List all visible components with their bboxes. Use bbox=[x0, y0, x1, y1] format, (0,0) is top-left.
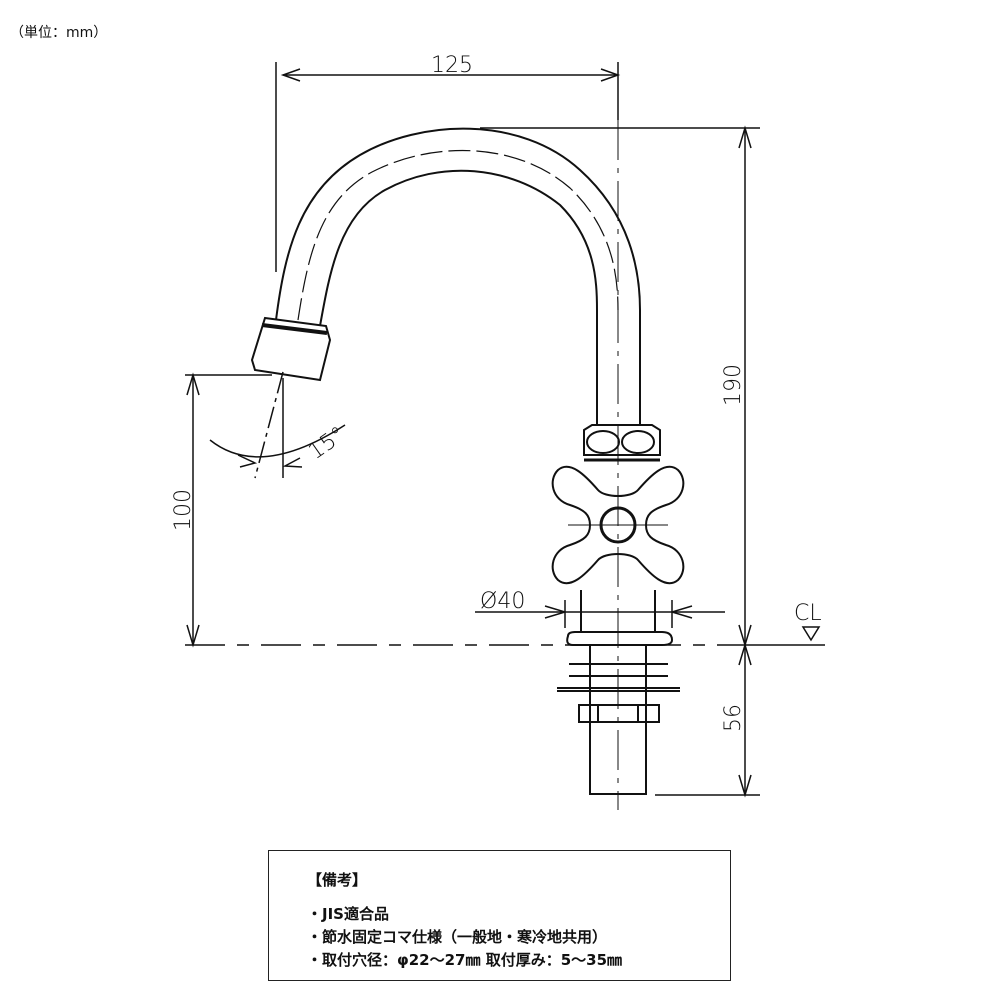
notes-box: 【備考】 ・JIS適合品 ・節水固定コマ仕様（一般地・寒冷地共用） ・取付穴径：… bbox=[268, 850, 731, 981]
note-item: ・取付穴径：φ22〜27㎜ 取付厚み：5〜35㎜ bbox=[307, 951, 623, 969]
dim-100-label: 100 bbox=[171, 489, 196, 531]
cap-nut bbox=[583, 424, 661, 462]
note-item: ・JIS適合品 bbox=[307, 905, 389, 923]
dim-angle: 15° bbox=[209, 371, 350, 479]
dim-56: 56 bbox=[655, 642, 760, 798]
dim-angle-label: 15° bbox=[304, 422, 350, 465]
dim-125-label: 125 bbox=[431, 53, 473, 78]
centerline-label: CL bbox=[794, 601, 822, 626]
dim-125: 125 bbox=[275, 53, 621, 272]
note-item: ・節水固定コマ仕様（一般地・寒冷地共用） bbox=[307, 928, 608, 946]
counter-line: CL bbox=[185, 601, 825, 646]
cross-handle[interactable] bbox=[551, 465, 685, 585]
dim-190-label: 190 bbox=[721, 364, 746, 406]
unit-label: （単位：mm） bbox=[10, 25, 108, 41]
dim-56-label: 56 bbox=[721, 704, 746, 732]
aerator bbox=[250, 316, 332, 382]
dim-100: 100 bbox=[171, 372, 272, 648]
dim-diameter-label: Ø40 bbox=[480, 589, 525, 614]
dim-diameter: Ø40 bbox=[475, 589, 725, 628]
notes-title: 【備考】 bbox=[307, 871, 368, 889]
spout bbox=[275, 127, 641, 425]
dim-190: 190 bbox=[480, 125, 760, 648]
